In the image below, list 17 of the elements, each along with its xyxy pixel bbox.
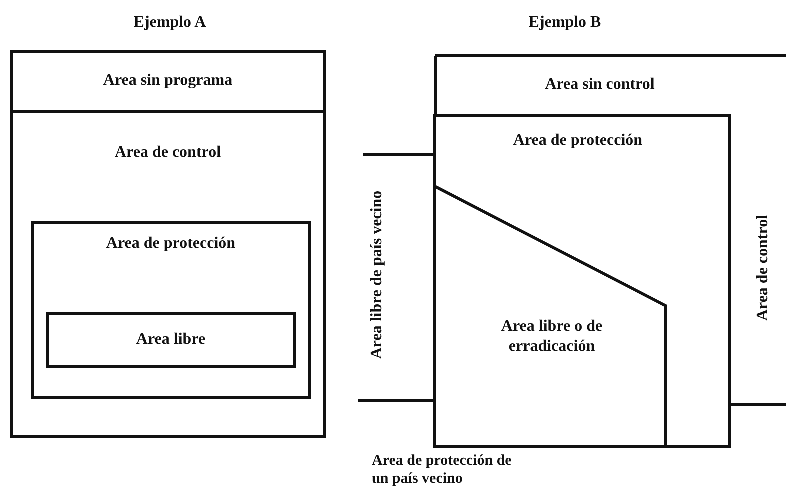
free-area-box [46, 312, 296, 368]
area-label: Area sin programa [102, 71, 234, 91]
area-label: Area de protección [512, 131, 644, 151]
area-label: Area de protección [105, 234, 237, 254]
example-heading: Ejemplo B [528, 13, 602, 32]
control-area-box [10, 50, 326, 438]
protection-area-box [433, 114, 731, 448]
area-label: Area de protección de un país vecino [372, 452, 513, 488]
area-label: Area de control [114, 143, 222, 163]
example-heading: Ejemplo A [132, 13, 208, 32]
area-label: Area libre [135, 330, 207, 350]
area-label: Area de control [753, 214, 772, 322]
protection-area-box [31, 221, 311, 399]
area-label: Area libre o de erradicación [500, 317, 604, 357]
area-label: Area sin control [544, 75, 656, 94]
area-label: Area libre de país vecino [367, 190, 386, 360]
free-or-eradication-area [436, 187, 668, 445]
